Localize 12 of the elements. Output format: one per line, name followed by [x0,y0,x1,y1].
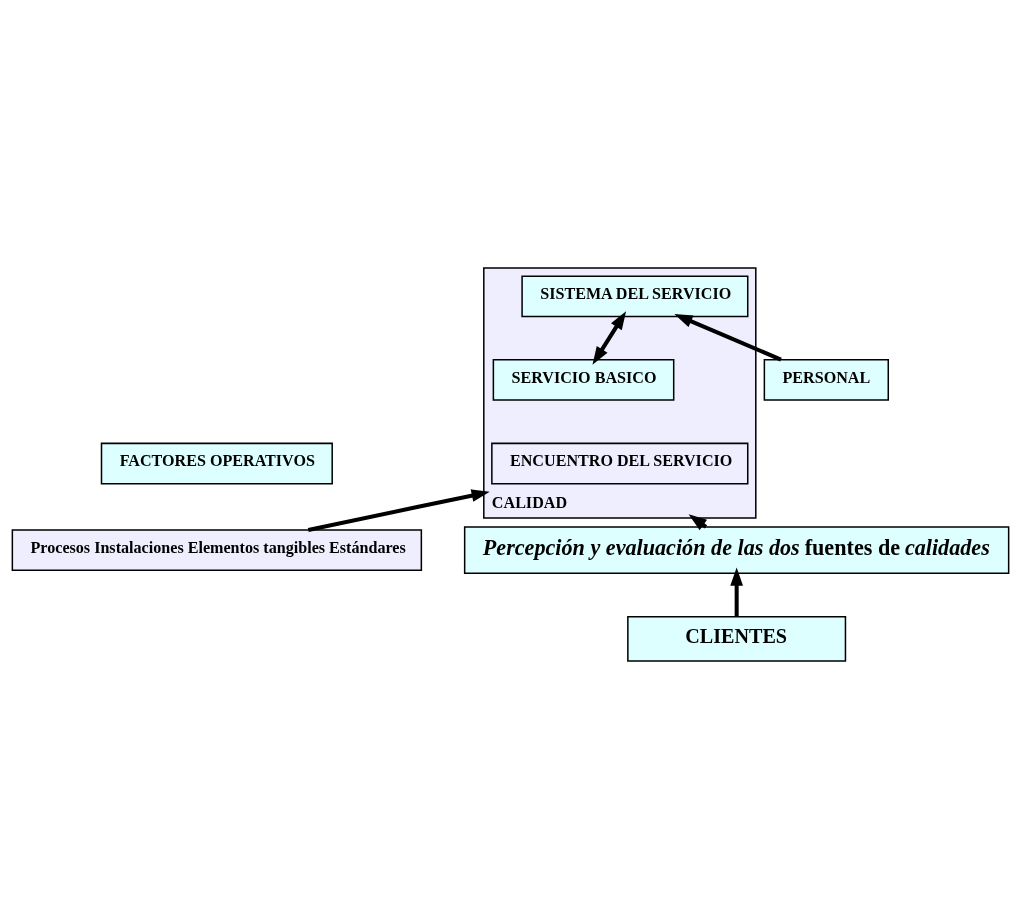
node-box: SISTEMA DEL SERVICIO [521,274,749,317]
node-box: ENCUENTRO DEL SERVICIO [491,442,749,484]
arrow [730,566,743,616]
arrow [307,488,490,532]
node-box: Percepción y evaluación de las dos fuentes de calidades [463,525,1010,574]
node-box: PERSONAL [763,358,890,401]
node-box: Procesos Instalaciones Elementos tangibles Estándares [11,528,423,571]
node-box: SERVICIO BASICO [492,358,675,401]
arrow [674,313,782,361]
node-box: FACTORES OPERATIVOS [100,442,333,484]
arrow [592,310,627,365]
node-box: CLIENTES [627,615,847,662]
